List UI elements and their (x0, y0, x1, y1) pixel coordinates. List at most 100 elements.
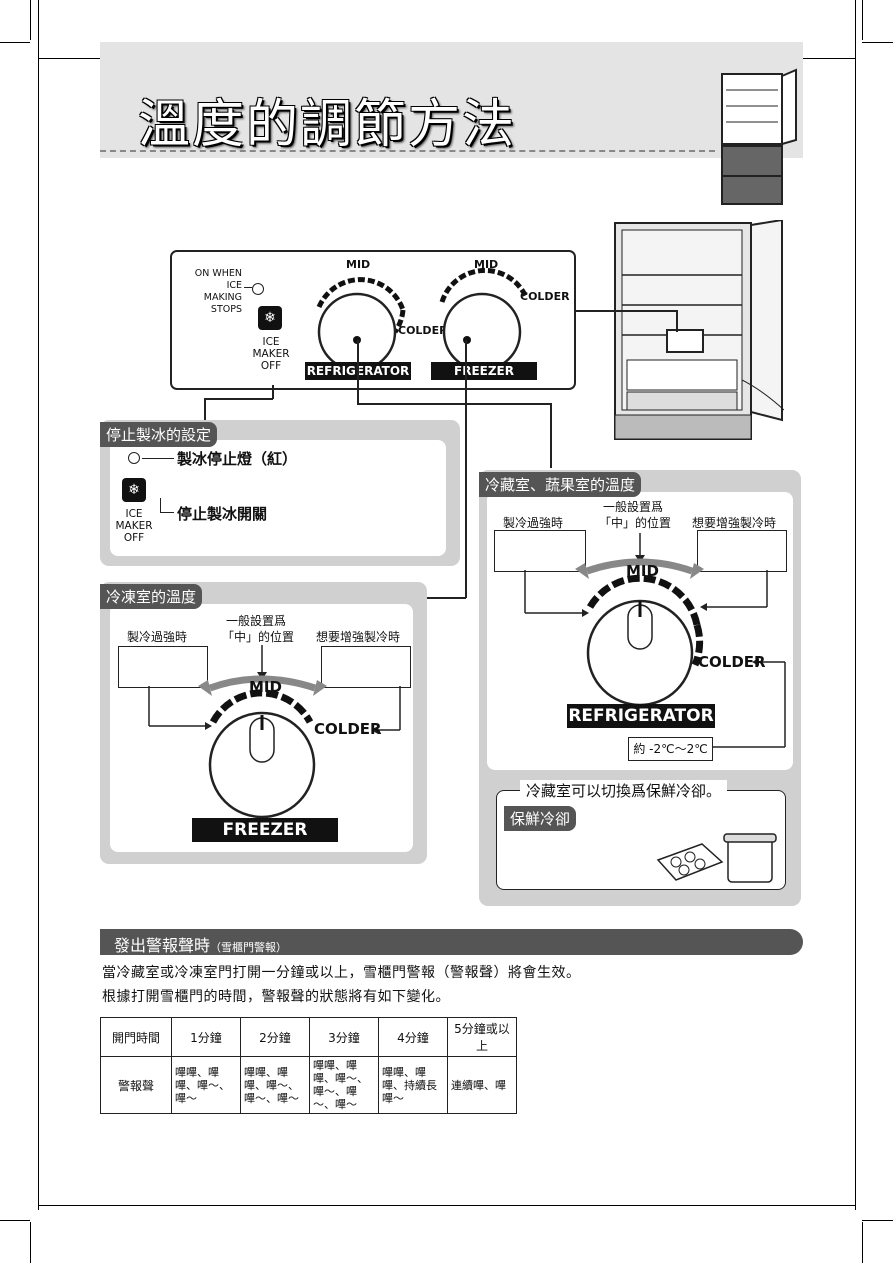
crop-mark (862, 1220, 893, 1221)
ice-maker-label-line: ICE (262, 336, 280, 348)
table-header-row: 開門時間 1分鐘 2分鐘 3分鐘 4分鐘 5分鐘或以上 (100, 1017, 517, 1057)
ice-maker-label-line: OFF (123, 532, 145, 544)
table-header-cell: 5分鐘或以上 (447, 1017, 517, 1057)
ice-maker-off-label: ICE MAKER OFF (250, 336, 292, 372)
fridge-mid-label: MID (626, 562, 659, 580)
freezer-too-cold-box (118, 646, 208, 688)
open-fridge-illustration (614, 220, 784, 440)
food-container-icon (656, 833, 777, 883)
table-header-cell: 開門時間 (100, 1017, 172, 1057)
fridge-dial-diagram (524, 533, 786, 748)
freezer-section-header: 冷凍室的溫度 (100, 584, 203, 609)
freezer-colder-label: COLDER (314, 720, 382, 738)
fridge-default-line1: 一般設置爲 (603, 500, 664, 514)
crop-mark (0, 1220, 30, 1221)
crop-mark (862, 42, 893, 43)
indicator-caption-line: ON WHEN (194, 268, 242, 279)
ice-stop-inner (110, 440, 446, 556)
panel-frz-mid-label: MID (474, 258, 499, 271)
fresh-cooling-note: 冷藏室可以切換爲保鮮冷卻。 (520, 780, 728, 801)
leader-line (426, 597, 466, 599)
freezer-dial[interactable] (430, 262, 540, 372)
table-cell: 嗶嗶、嗶嗶、嗶～、嗶～、嗶～ (240, 1056, 310, 1114)
fridge-colder-label: COLDER (698, 653, 766, 671)
indicator-caption-line: STOPS (210, 304, 242, 315)
fridge-want-colder-box (697, 530, 787, 572)
ice-maker-label-line: OFF (260, 360, 282, 372)
freezer-plate: FREEZER (192, 818, 338, 842)
crop-mark (30, 0, 31, 40)
alarm-header-main: 發出警報聲時 (114, 936, 211, 955)
title-band (100, 42, 803, 158)
ice-stop-lamp-label: 製冰停止燈（紅） (177, 450, 298, 468)
table-header-cell: 3分鐘 (309, 1017, 379, 1057)
ice-stop-lamp-icon (252, 283, 264, 295)
leader-line (160, 512, 174, 513)
leader-line (204, 398, 206, 420)
leader-line (204, 398, 273, 400)
crop-mark (0, 42, 30, 43)
alarm-header: 發出警報聲時（雪櫃門警報） (114, 932, 287, 956)
alarm-section-bar (100, 929, 803, 955)
leader-line (160, 498, 161, 512)
panel-ref-mid-label: MID (346, 258, 371, 271)
crop-mark (862, 0, 863, 40)
ice-stop-switch-label: 停止製冰開關 (177, 505, 268, 523)
leader-line (676, 310, 678, 332)
freezer-default-line1: 一般設置爲 (226, 614, 287, 628)
ice-maker-off-label: ICE MAKER OFF (112, 508, 156, 544)
refrigerator-dial[interactable] (305, 262, 415, 372)
table-cell: 嗶嗶、嗶嗶、持續長嗶～ (378, 1056, 448, 1114)
freezer-dial-diagram (148, 645, 401, 819)
indicator-caption: ON WHEN ICE MAKING STOPS (186, 268, 242, 316)
alarm-header-sub: （雪櫃門警報） (210, 941, 288, 954)
ice-maker-label-line: MAKER (252, 348, 290, 360)
leader-line (272, 385, 274, 399)
title-underline (100, 150, 715, 152)
fridge-icon (721, 68, 797, 205)
table-cell: 嗶嗶、嗶嗶、嗶～、嗶～、嗶～、嗶～ (309, 1056, 379, 1114)
crop-mark (862, 1222, 863, 1263)
ice-stop-lamp-icon (128, 452, 140, 464)
fridge-too-cold-box (494, 530, 586, 572)
table-header-cell: 1分鐘 (171, 1017, 241, 1057)
freezer-default-line2: 「中」的位置 (222, 630, 295, 644)
leader-line (357, 340, 359, 404)
crop-mark (30, 1222, 31, 1263)
panel-frz-colder-label: COLDER (520, 290, 570, 303)
leader-line (142, 458, 174, 459)
page-title: 溫度的調節方法 (138, 95, 517, 155)
crop-mark (855, 0, 856, 1210)
ice-cube-icon: ❄ (122, 478, 146, 502)
fridge-too-cold-label: 製冷過強時 (503, 516, 564, 530)
leader-line (465, 340, 467, 598)
ice-stop-header: 停止製冰的設定 (100, 422, 218, 447)
freezer-want-colder-label: 想要增強製冷時 (316, 630, 401, 644)
fridge-want-colder-label: 想要增強製冷時 (692, 516, 777, 530)
table-cell: 連續嗶、嗶 (447, 1056, 517, 1114)
table-row: 警報聲 嗶嗶、嗶嗶、嗶～、嗶～ 嗶嗶、嗶嗶、嗶～、嗶～、嗶～ 嗶嗶、嗶嗶、嗶～、… (100, 1056, 517, 1114)
crop-mark (38, 1205, 856, 1206)
ice-maker-label-line: ICE (125, 508, 143, 520)
ice-cube-icon: ❄ (258, 306, 282, 330)
leader-line (550, 403, 552, 468)
freezer-too-cold-label: 製冷過強時 (127, 630, 188, 644)
freezer-want-colder-box (321, 646, 411, 688)
freezer-mid-label: MID (249, 678, 282, 696)
alarm-table: 開門時間 1分鐘 2分鐘 3分鐘 4分鐘 5分鐘或以上 警報聲 嗶嗶、嗶嗶、嗶～… (100, 1017, 517, 1114)
fridge-temp-range: 約 -2℃～2℃ (628, 737, 713, 761)
fridge-default-line2: 「中」的位置 (599, 516, 672, 530)
leader-line (572, 310, 677, 312)
table-cell: 嗶嗶、嗶嗶、嗶～、嗶～ (171, 1056, 241, 1114)
fridge-plate: REFRIGERATOR (567, 704, 715, 728)
leader-line (357, 403, 551, 405)
table-row-label: 警報聲 (100, 1056, 172, 1114)
alarm-text-1: 當冷藏室或冷凍室門打開一分鐘或以上，雪櫃門警報（警報聲）將會生效。 (102, 965, 581, 981)
fresh-cooling-tag: 保鮮冷卻 (504, 806, 577, 831)
panel-freezer-plate: FREEZER (431, 362, 537, 380)
alarm-text-2: 根據打開雪櫃門的時間，警報聲的狀態將有如下變化。 (102, 989, 450, 1005)
panel-ref-colder-label: COLDER (398, 324, 448, 337)
table-header-cell: 2分鐘 (240, 1017, 310, 1057)
fridge-section-header: 冷藏室、蔬果室的溫度 (479, 472, 642, 497)
crop-mark (38, 0, 39, 1210)
